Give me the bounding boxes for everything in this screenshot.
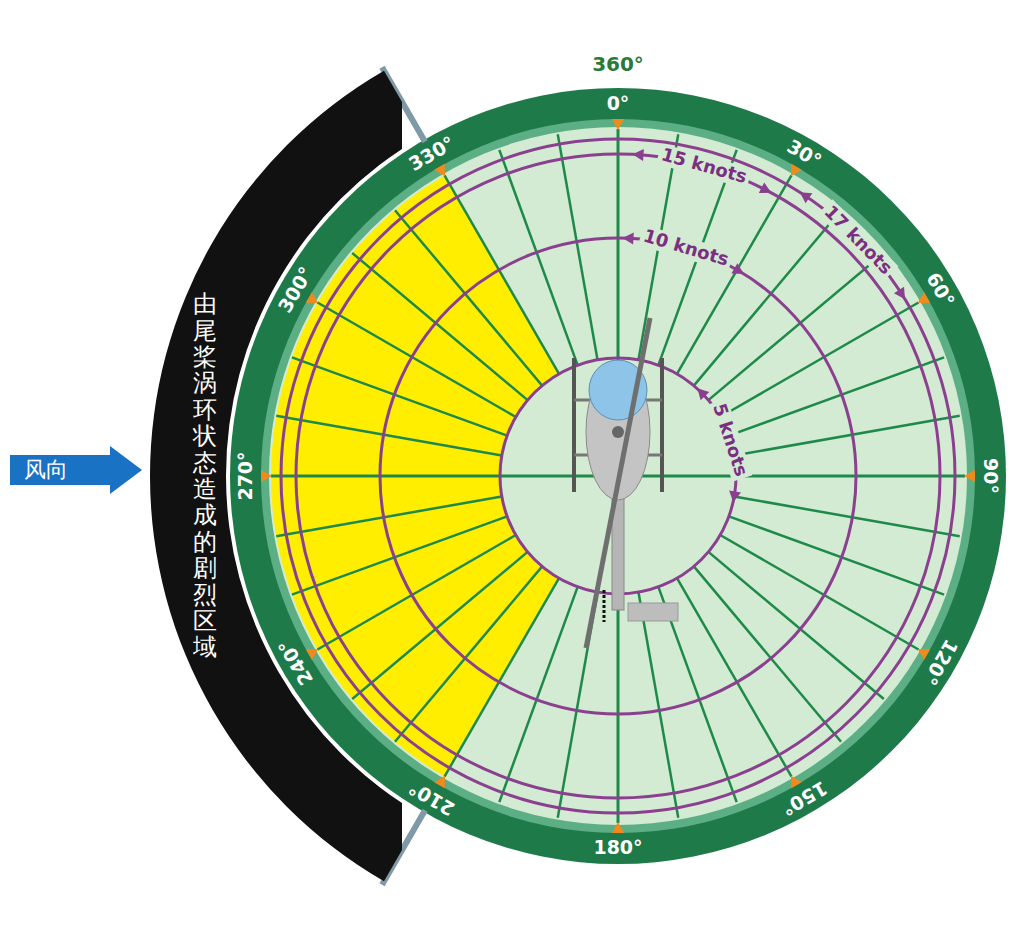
heading-marker bbox=[918, 292, 931, 303]
range-arrowhead bbox=[697, 388, 709, 400]
heading-marker bbox=[612, 822, 624, 833]
hazard-label: 由尾桨涡环状态造成的剧烈区域 bbox=[193, 291, 217, 660]
radial-line bbox=[352, 552, 527, 699]
heading-marker bbox=[261, 470, 272, 482]
heading-marker bbox=[964, 470, 975, 482]
range-arrowhead bbox=[632, 149, 643, 161]
radial-line bbox=[276, 496, 502, 536]
heading-label: 270° bbox=[235, 451, 257, 500]
heading-marker bbox=[434, 776, 445, 789]
wind-label: 风向 bbox=[24, 446, 68, 494]
heading-label: 360° bbox=[592, 53, 644, 76]
helicopter-figure bbox=[574, 318, 678, 648]
speed-circle bbox=[380, 238, 856, 714]
heading-marker bbox=[306, 292, 319, 303]
radial-line bbox=[395, 210, 542, 385]
radial-line bbox=[677, 578, 792, 776]
heading-marker bbox=[791, 164, 802, 177]
radial-line bbox=[499, 587, 577, 802]
radial-line bbox=[694, 566, 841, 741]
radial-line bbox=[445, 175, 560, 373]
heading-marker bbox=[612, 119, 624, 130]
chart-disk bbox=[269, 127, 967, 825]
speed-circle bbox=[281, 139, 955, 813]
speed-circle bbox=[296, 154, 940, 798]
radial-line bbox=[734, 416, 960, 456]
radial-line bbox=[558, 134, 598, 360]
radial-line bbox=[317, 535, 515, 650]
inner-ring bbox=[261, 119, 975, 833]
radial-line bbox=[720, 303, 918, 418]
radial-line bbox=[729, 516, 944, 594]
range-arrowhead bbox=[622, 232, 633, 244]
range-arrowhead bbox=[894, 287, 905, 299]
range-arrowhead bbox=[759, 182, 772, 193]
hazard-band: 由尾桨涡环状态造成的剧烈区域 bbox=[140, 60, 402, 890]
radial-line bbox=[271, 475, 618, 478]
radial-line bbox=[618, 475, 965, 478]
arrow-body bbox=[10, 446, 142, 494]
band-arc bbox=[150, 71, 402, 882]
range-arrowhead bbox=[800, 192, 812, 203]
radial-line bbox=[292, 357, 507, 435]
range-arrowhead bbox=[731, 263, 744, 274]
wind-arrow: 风向 bbox=[10, 446, 142, 494]
heading-marker bbox=[434, 164, 445, 177]
radial-line bbox=[708, 253, 883, 400]
radial-line bbox=[638, 592, 678, 818]
heading-label: 0° bbox=[607, 93, 630, 115]
outer-ring bbox=[230, 88, 1006, 864]
heading-label: 180° bbox=[593, 837, 642, 859]
heading-marker bbox=[306, 649, 319, 660]
heading-label: 90° bbox=[979, 458, 1001, 494]
band-shape bbox=[140, 60, 402, 890]
range-arrowhead bbox=[729, 491, 741, 503]
